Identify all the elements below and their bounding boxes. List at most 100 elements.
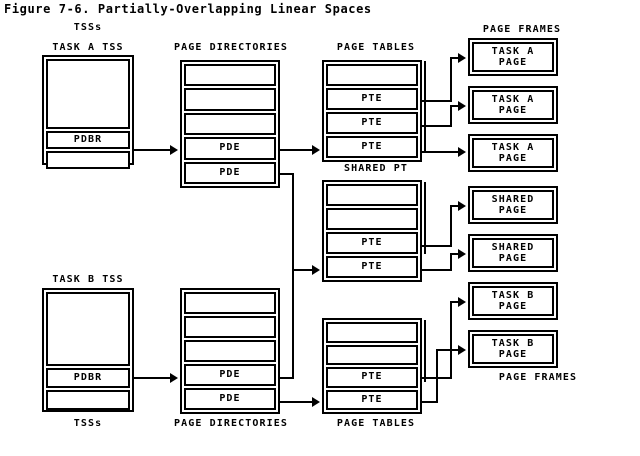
page-frame-3-line2: PAGE [498,153,528,164]
page-frame-5-line2: PAGE [498,253,528,264]
task-b-tss-box: PDBR [42,288,134,412]
connector-pte-a2-to-frame2 [450,105,462,107]
page-frames-top-label: PAGE FRAMES [482,24,562,35]
arrowhead-frame-6 [458,297,466,307]
connector-pdbr-b-to-pd [134,377,172,379]
pte-cell-1[interactable]: PTE [326,88,418,110]
page-frame-4-line1: SHARED [491,193,535,205]
page-frame-7-line1: TASK B [491,337,535,349]
arrowhead-pdbr-b-to-pd [170,373,178,383]
page-table-a-box: PTE PTE PTE [322,60,422,162]
connector-pte-a1-up [450,57,452,101]
page-frame-2-line2: PAGE [498,105,528,116]
figure-title: Figure 7-6. Partially-Overlapping Linear… [4,2,372,16]
page-directories-top-label: PAGE DIRECTORIES [174,42,288,53]
page-frame-7: TASK B PAGE [468,330,558,368]
connector-shared-pte2-to-frame5 [450,253,462,255]
page-directory-a-box: PDE PDE [180,60,280,188]
connector-pde-b1-up [292,271,294,379]
pde-b-cell-2[interactable]: PDE [184,388,276,410]
page-frame-6-line1: TASK B [491,289,535,301]
connector-pte-b1-up [450,301,452,379]
connector-pdbr-a-to-pd [134,149,172,151]
page-frame-6: TASK B PAGE [468,282,558,320]
connector-pte-a1-out [422,100,452,102]
connector-pte-a3-to-frame3 [450,151,462,153]
page-frame-1-line1: TASK A [491,45,535,57]
pde-cell-empty-3 [184,112,276,136]
connector-pde-a2-to-shared [292,269,314,271]
arrowhead-frame-2 [458,101,466,111]
tss-cell-pdbr[interactable]: PDBR [46,131,130,149]
connector-pte-a2-up [450,105,452,126]
arrowhead-pde-a1-to-pt [312,145,320,155]
tss-b-cell-empty-top [46,292,130,366]
pte-b-cell-2[interactable]: PTE [326,389,418,410]
page-frame-3: TASK A PAGE [468,134,558,172]
tss-bottom-label: TSSs [73,418,103,429]
page-frames-bottom-label: PAGE FRAMES [498,372,578,383]
page-frame-4-inner: SHARED PAGE [472,190,554,220]
tss-top-label: TSSs [73,22,103,33]
page-frame-4-line2: PAGE [498,205,528,216]
connector-shared-pte1-up [450,205,452,246]
page-frame-3-inner: TASK A PAGE [472,138,554,168]
connector-pde-b2-to-pt [280,401,314,403]
page-frame-5: SHARED PAGE [468,234,558,272]
tss-b-cell-pdbr[interactable]: PDBR [46,368,130,388]
connector-bus-pt-a [424,61,426,153]
page-frame-7-inner: TASK B PAGE [472,334,554,364]
page-frame-2-line1: TASK A [491,93,535,105]
pte-b-cell-empty-2 [326,344,418,365]
connector-pde-a2-down [292,173,294,271]
pde-b-cell-empty-1 [184,292,276,314]
connector-shared-pte2-up [450,253,452,270]
pde-b-cell-empty-2 [184,316,276,338]
page-frame-3-line1: TASK A [491,141,535,153]
pde-b-cell-1[interactable]: PDE [184,364,276,386]
page-frame-2-inner: TASK A PAGE [472,90,554,120]
page-frame-2: TASK A PAGE [468,86,558,124]
connector-shared-pte1-out [422,245,452,247]
page-frame-1-inner: TASK A PAGE [472,42,554,72]
pde-b-cell-empty-3 [184,340,276,362]
page-directories-bottom-label: PAGE DIRECTORIES [174,418,288,429]
pde-cell-empty-1 [184,64,276,87]
pte-b-cell-empty-1 [326,322,418,343]
pte-cell-3[interactable]: PTE [326,136,418,158]
arrowhead-pde-b2-to-pt [312,397,320,407]
page-frame-1-line2: PAGE [498,57,528,68]
page-frame-4: SHARED PAGE [468,186,558,224]
pte-b-cell-1[interactable]: PTE [326,367,418,388]
task-a-tss-label: TASK A TSS [52,42,124,53]
task-b-tss-label: TASK B TSS [52,274,124,285]
pde-cell-2[interactable]: PDE [184,161,276,185]
connector-pte-a1-to-frame1 [450,57,462,59]
connector-pde-a1-to-pt [280,149,314,151]
arrowhead-pde-a2-to-shared [312,265,320,275]
arrowhead-frame-7 [458,345,466,355]
page-tables-bottom-label: PAGE TABLES [336,418,416,429]
shared-pte-cell-2[interactable]: PTE [326,256,418,278]
arrowhead-frame-3 [458,147,466,157]
connector-pte-a2-out [422,125,452,127]
page-frame-6-inner: TASK B PAGE [472,286,554,316]
connector-bus-shared-pt [424,182,426,254]
pde-cell-1[interactable]: PDE [184,137,276,160]
page-table-b-box: PTE PTE [322,318,422,414]
pte-cell-2[interactable]: PTE [326,112,418,134]
page-frame-1: TASK A PAGE [468,38,558,76]
connector-pte-b1-to-frame6 [450,301,462,303]
page-frame-5-inner: SHARED PAGE [472,238,554,268]
arrowhead-frame-1 [458,53,466,63]
connector-pde-a2-out [280,173,294,175]
connector-shared-pte2-out [422,269,452,271]
tss-cell-empty-bottom [46,151,130,169]
shared-pte-cell-empty-2 [326,208,418,230]
connector-pte-a3-out [422,151,452,153]
arrowhead-frame-5 [458,249,466,259]
shared-pte-cell-1[interactable]: PTE [326,232,418,254]
connector-shared-pte1-to-frame4 [450,205,462,207]
shared-page-table-box: PTE PTE [322,180,422,282]
